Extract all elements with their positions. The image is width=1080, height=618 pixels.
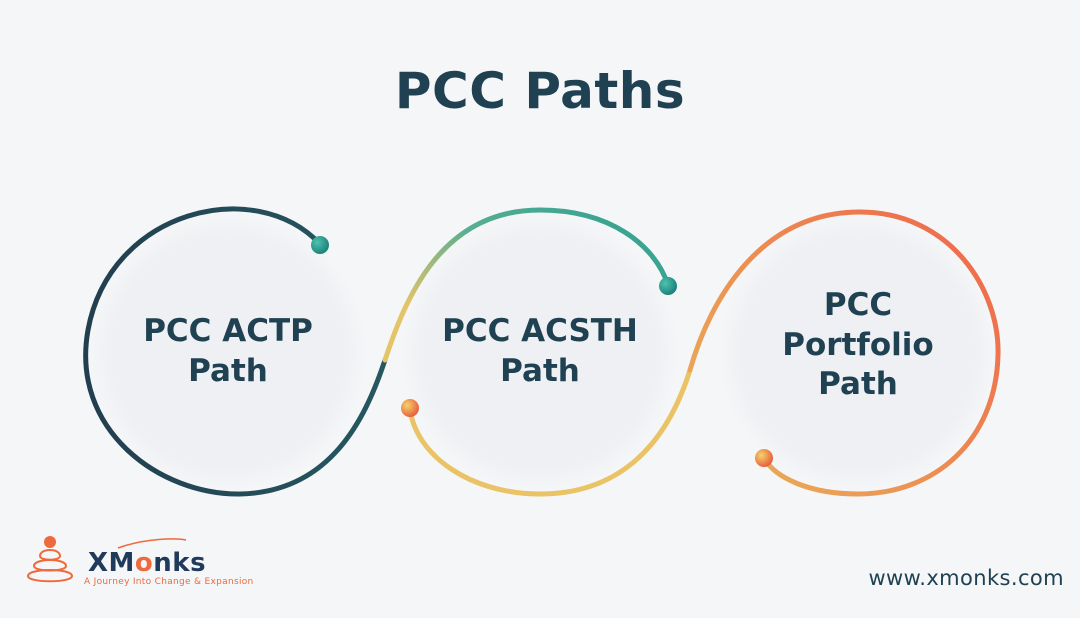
logo-x: X [88,548,109,578]
path-arc-2-lower [407,367,693,497]
endpoint-dot-3 [401,399,419,417]
path-label-acsth: PCC ACSTH Path [420,312,660,391]
circle-backdrop-3 [730,224,986,480]
logo-o: o [134,548,154,578]
logo-nks: nks [153,548,207,578]
path-label-line: Path [818,366,898,403]
path-arc-2 [382,207,671,363]
path-label-line: PCC ACTP [143,313,313,349]
path-arc-1 [83,206,388,497]
path-label-line: PCC [823,287,893,323]
logo-wordmark: XMonks [88,548,206,578]
endpoint-dot-4 [755,449,773,467]
endpoint-dot-1 [311,236,329,254]
xmonks-logo-icon [26,536,187,583]
logo-tagline: A Journey Into Change & Expansion [84,577,254,587]
path-arc-3 [687,209,1001,497]
path-label-line: Portfolio [782,326,934,363]
endpoint-dot-2 [659,277,677,295]
path-label-line: Path [500,352,580,389]
website-url: www.xmonks.com [868,566,1064,590]
path-label-actp: PCC ACTP Path [128,312,328,391]
circle-backdrop-2 [412,224,668,480]
circle-backdrop-1 [100,224,356,480]
page-title: PCC Paths [394,62,686,120]
path-label-line: PCC ACSTH [442,313,638,349]
logo-m: M [108,548,135,578]
path-label-line: Path [188,352,268,389]
path-label-portfolio: PCC Portfolio Path [748,286,968,405]
